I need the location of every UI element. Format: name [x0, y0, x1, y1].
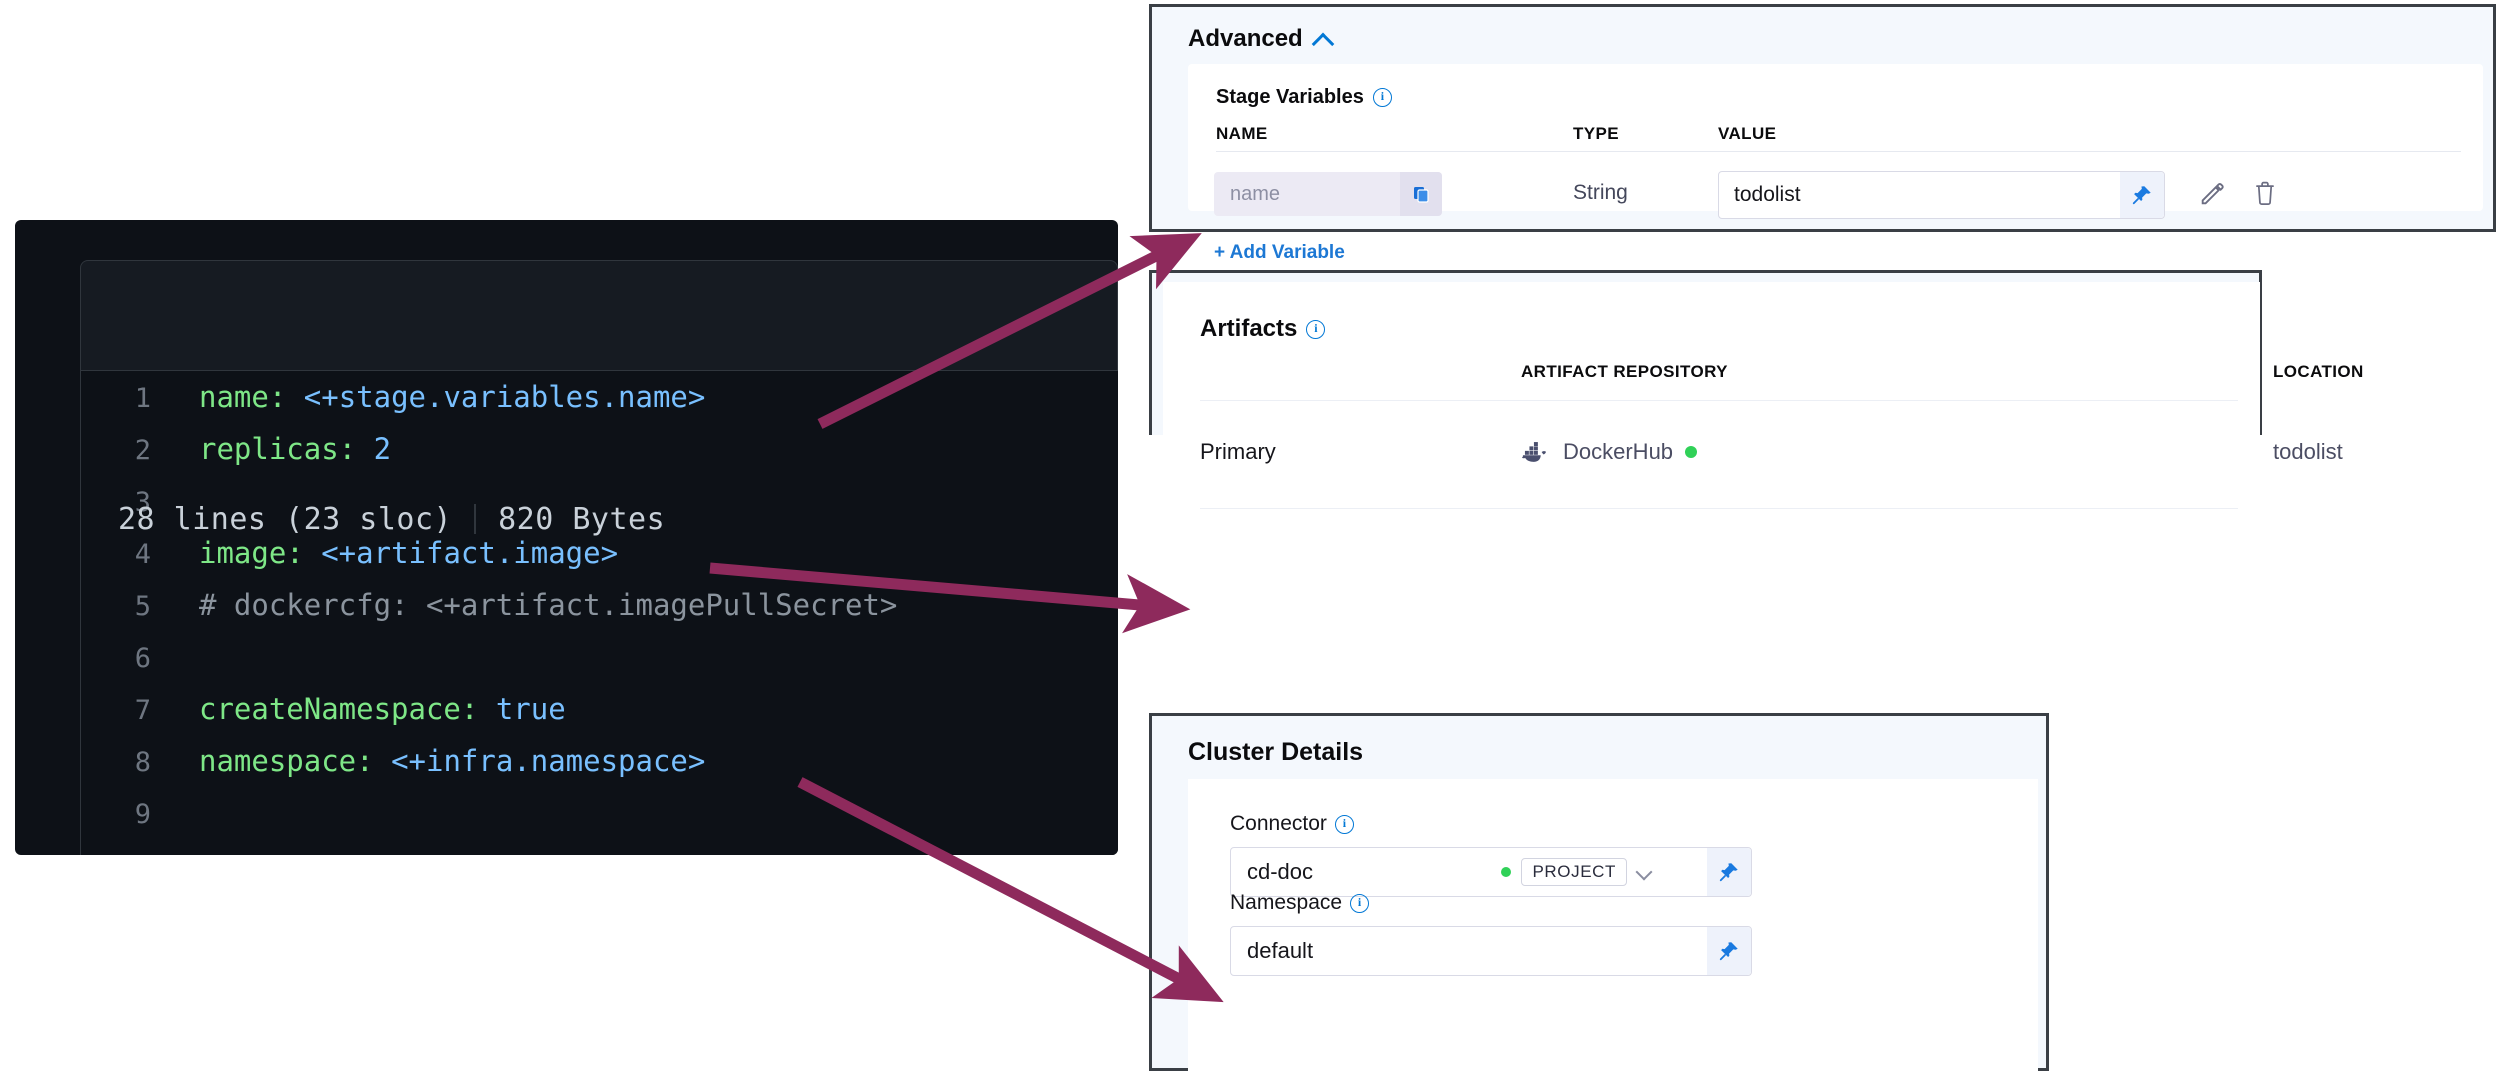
code-key: image: — [199, 536, 304, 570]
connector-input[interactable]: cd-doc PROJECT — [1230, 847, 1752, 897]
code-line: 9 — [81, 787, 1118, 839]
code-line: 5 # dockercfg: <+artifact.imagePullSecret… — [81, 579, 1118, 631]
namespace-input[interactable]: default — [1230, 926, 1752, 976]
line-number: 8 — [134, 747, 151, 778]
cluster-details-card: Connector i cd-doc PROJECT Namespace i d… — [1188, 779, 2038, 1073]
status-dot — [1501, 867, 1512, 877]
pin-icon-svg — [1719, 942, 1738, 961]
variable-name-placeholder: name — [1230, 182, 1281, 205]
namespace-field-label: Namespace i — [1230, 891, 1370, 915]
line-number: 1 — [134, 383, 151, 414]
connector-scope-group: PROJECT — [1501, 858, 1651, 886]
stage-variables-header: Stage Variables i — [1216, 86, 1392, 109]
artifact-repository-name: DockerHub — [1563, 439, 1674, 464]
code-line: 8 namespace: <+infra.namespace> — [81, 735, 1118, 787]
artifact-repository-cell[interactable]: DockerHub — [1521, 439, 1698, 465]
trash-icon-svg — [2256, 181, 2274, 205]
divider — [474, 504, 477, 534]
code-key: replicas: — [199, 432, 357, 466]
code-value: <+infra.namespace> — [373, 744, 706, 778]
code-value: <+artifact.image> — [303, 536, 619, 570]
column-header-value: VALUE — [1718, 124, 1777, 143]
code-header-bar — [80, 260, 1118, 371]
stage-variables-label: Stage Variables — [1216, 86, 1364, 108]
namespace-label-text: Namespace — [1230, 891, 1343, 914]
code-value: true — [478, 692, 566, 726]
artifacts-section-panel: Artifacts i ARTIFACT REPOSITORY LOCATION… — [1149, 270, 2363, 509]
connector-field-label: Connector i — [1230, 812, 1354, 836]
code-meta-info: 28 lines (23 sloc) 820 Bytes — [118, 502, 665, 537]
column-header-artifact-repository: ARTIFACT REPOSITORY — [1521, 362, 1728, 381]
code-line: 7 createNamespace: true — [81, 683, 1118, 735]
copy-icon[interactable] — [1400, 172, 1442, 216]
variable-value-text: todolist — [1734, 183, 1801, 206]
code-value: <+stage.variables.name> — [286, 380, 706, 414]
advanced-label: Advanced — [1188, 25, 1303, 52]
line-number: 7 — [134, 695, 151, 726]
variable-name-input[interactable]: name — [1214, 172, 1442, 216]
info-icon[interactable]: i — [1306, 319, 1326, 339]
column-header-location: LOCATION — [2273, 362, 2364, 381]
trash-icon[interactable] — [2251, 178, 2279, 213]
cluster-details-header: Cluster Details — [1188, 738, 1364, 766]
code-line-count: 28 lines (23 sloc) — [118, 502, 453, 537]
variable-type-value: String — [1573, 181, 1628, 204]
pin-icon[interactable] — [2120, 172, 2164, 218]
pencil-icon[interactable] — [2198, 180, 2226, 213]
line-number: 5 — [134, 591, 151, 622]
artifacts-card: Artifacts i ARTIFACT REPOSITORY LOCATION… — [1163, 282, 2363, 509]
pin-icon-svg — [2132, 186, 2151, 205]
cluster-details-panel: Cluster Details Connector i cd-doc PROJE… — [1149, 713, 2049, 1073]
line-number: 2 — [134, 435, 151, 466]
line-number: 3 — [134, 487, 151, 518]
line-number: 9 — [134, 799, 151, 830]
code-byte-size: 820 Bytes — [498, 502, 666, 537]
pin-icon-svg — [1719, 863, 1738, 882]
column-header-name: NAME — [1216, 124, 1268, 143]
status-dot — [1685, 446, 1698, 458]
copy-icon-svg — [1414, 187, 1429, 203]
artifact-location-value: todolist — [2273, 439, 2343, 464]
advanced-header[interactable]: Advanced — [1188, 25, 1332, 53]
line-number: 6 — [134, 643, 151, 674]
connector-value-text: cd-doc — [1247, 859, 1314, 884]
line-number: 4 — [134, 539, 151, 570]
scope-badge: PROJECT — [1521, 858, 1627, 886]
connector-label-text: Connector — [1230, 812, 1327, 835]
divider — [1216, 151, 2461, 152]
pin-icon[interactable] — [1707, 848, 1751, 896]
code-line: 1 name: <+stage.variables.name> — [81, 371, 1118, 423]
divider — [1200, 400, 2238, 401]
code-key: namespace: — [199, 744, 374, 778]
docker-whale-icon — [1521, 442, 1546, 462]
code-comment: # dockercfg: <+artifact.imagePullSecret> — [199, 588, 898, 622]
info-icon[interactable]: i — [1372, 88, 1392, 107]
info-icon[interactable]: i — [1350, 893, 1370, 913]
stage-variables-card: Stage Variables i NAME TYPE VALUE name S… — [1188, 64, 2483, 263]
pin-icon[interactable] — [1707, 927, 1751, 975]
chevron-down-icon[interactable] — [1637, 865, 1651, 879]
chevron-up-icon[interactable] — [1314, 30, 1332, 48]
info-icon[interactable]: i — [1334, 814, 1354, 834]
advanced-section-panel: Advanced Stage Variables i NAME TYPE VAL… — [1149, 4, 2496, 263]
add-variable-link[interactable]: + Add Variable — [1214, 242, 1345, 263]
code-line: 4 image: <+artifact.image> — [81, 527, 1118, 579]
code-key: createNamespace: — [199, 692, 479, 726]
variable-value-input[interactable]: todolist — [1718, 171, 2165, 219]
pencil-icon-svg — [2201, 183, 2224, 205]
artifacts-header: Artifacts i — [1200, 315, 1326, 343]
code-value: 2 — [356, 432, 392, 466]
column-header-type: TYPE — [1573, 124, 1620, 143]
divider — [1200, 508, 2238, 509]
artifacts-label: Artifacts — [1200, 315, 1298, 342]
namespace-value-text: default — [1247, 938, 1314, 963]
code-key: name: — [199, 380, 287, 414]
code-line: 3 — [81, 475, 1118, 527]
code-line: 6 — [81, 631, 1118, 683]
artifact-type-label: Primary — [1200, 439, 1276, 464]
